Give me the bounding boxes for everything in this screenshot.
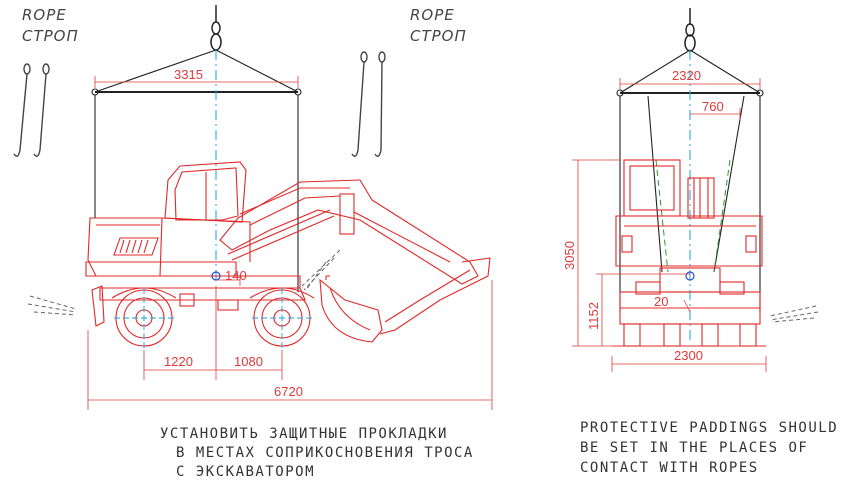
wheel-centerlines	[114, 288, 312, 348]
excavator-front	[612, 159, 766, 347]
dim-wheelbase	[87, 280, 493, 410]
dim-height-lower-label: 1152	[586, 302, 601, 330]
dim-height-total-label: 3050	[562, 241, 577, 270]
sling-set-side	[91, 49, 302, 292]
crane-hook-side	[210, 5, 222, 51]
dim-top-span-side-label: 3315	[174, 67, 203, 82]
padding-hint-front	[655, 159, 731, 273]
note-en-line-3: CONTACT WITH ROPES	[580, 460, 759, 476]
padding-arrow-side-left	[27, 295, 77, 316]
rope-label-left-ru: СТРОП	[22, 27, 79, 45]
note-en-line-1: PROTECTIVE PADDINGS SHOULD	[580, 420, 838, 436]
padding-arrow-front	[769, 305, 819, 323]
rope-label-right-ru: СТРОП	[410, 27, 467, 45]
dim-top-span-side	[94, 76, 299, 88]
dim-offset-front	[690, 108, 741, 120]
dim-heights-front	[572, 159, 767, 372]
dim-offset-front-label: 760	[702, 99, 724, 114]
crane-hook-front	[684, 8, 696, 52]
rope-icon-right	[351, 51, 386, 157]
dim-top-span-front-label: 2320	[672, 68, 701, 83]
dim-wheel-front-label: 1220	[164, 354, 193, 369]
note-ru-line-3: С ЭКСКАВАТОРОМ	[176, 464, 315, 480]
rope-label-right-en: ROPE	[410, 6, 455, 24]
dim-top-span-front	[619, 78, 761, 90]
excavator-side	[85, 161, 491, 347]
note-ru-line-1: УСТАНОВИТЬ ЗАЩИТНЫЕ ПРОКЛАДКИ	[160, 426, 448, 442]
note-ru-line-2: В МЕСТАХ СОПРИКОСНОВЕНИЯ ТРОСА	[176, 445, 474, 461]
dim-overall-length-label: 6720	[274, 384, 303, 399]
dim-wheel-rear-label: 1080	[234, 354, 263, 369]
cog-marker-front	[685, 271, 695, 281]
rope-label-left-en: ROPE	[22, 6, 67, 24]
dim-hook-offset-label: 140	[225, 268, 247, 283]
rope-icon-left	[13, 63, 50, 157]
dim-hook-offset	[216, 275, 241, 286]
dim-width-track-label: 2300	[674, 348, 703, 363]
dim-gap-lower-label: 20	[654, 294, 668, 309]
padding-arrow-side-right	[301, 249, 341, 291]
note-en-line-2: BE SET IN THE PLACES OF	[580, 440, 808, 456]
